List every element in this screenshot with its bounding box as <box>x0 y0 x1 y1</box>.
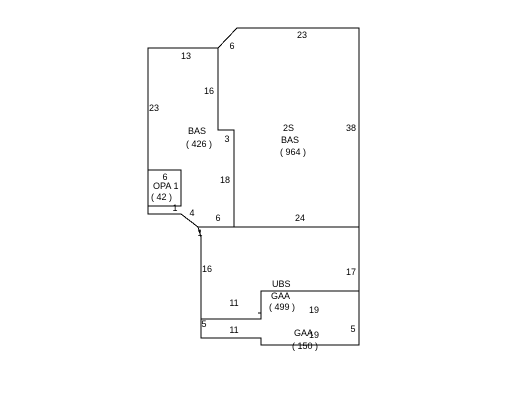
dim-bas-inner-right: 16 <box>204 86 214 96</box>
opa-area-sqft: ( 42 ) <box>151 192 172 202</box>
dim-bas-lower-right: 18 <box>220 175 230 185</box>
dim-2s-right: 38 <box>346 123 356 133</box>
dim-ubs-step: 19 <box>309 305 319 315</box>
dim-opa-top: 6 <box>162 172 167 182</box>
dim-bas-diagonal: 4 <box>189 208 194 218</box>
dim-opa-left: 1 <box>172 203 177 213</box>
dim-bas-top: 13 <box>181 51 191 61</box>
dim-2s-diagonal: 6 <box>229 41 234 51</box>
gaa-area-sqft: ( 150 ) <box>292 341 318 351</box>
bas-area-code: BAS <box>188 126 206 136</box>
dim-bas-left: 23 <box>149 103 159 113</box>
ubs-area-sqft: ( 499 ) <box>269 302 295 312</box>
dim-ubs-left: 16 <box>202 264 212 274</box>
dim-opa-right: 1 <box>173 181 178 191</box>
second-story-sqft: ( 964 ) <box>280 147 306 157</box>
ubs-area-code-2: GAA <box>271 291 290 301</box>
gaa-area-code: GAA <box>294 328 313 338</box>
dim-gaa-inner: 19 <box>309 330 319 340</box>
dim-ubs-inner-left: 11 <box>229 298 238 308</box>
dim-bas-bottom: 6 <box>215 213 220 223</box>
dim-ubs-right: 17 <box>346 267 356 277</box>
second-story-code-2: BAS <box>281 135 299 145</box>
dim-gaa-left: 5 <box>201 319 206 329</box>
opa-porch-outline <box>147 169 182 207</box>
gaa-area-outline <box>200 290 360 346</box>
dim-ubs-corner: 1 <box>197 228 202 238</box>
dim-bas-notch: 3 <box>224 134 229 144</box>
second-story-code: 2S <box>283 123 294 133</box>
dim-2s-bottom: 24 <box>295 213 305 223</box>
dim-gaa-right: 5 <box>350 324 355 334</box>
bas-area-sqft: ( 426 ) <box>186 139 212 149</box>
opa-area-code: OPA <box>153 181 171 191</box>
ubs-area-code: UBS <box>272 279 291 289</box>
dim-gaa-mid: 11 <box>229 325 238 335</box>
dim-2s-top: 23 <box>297 30 307 40</box>
